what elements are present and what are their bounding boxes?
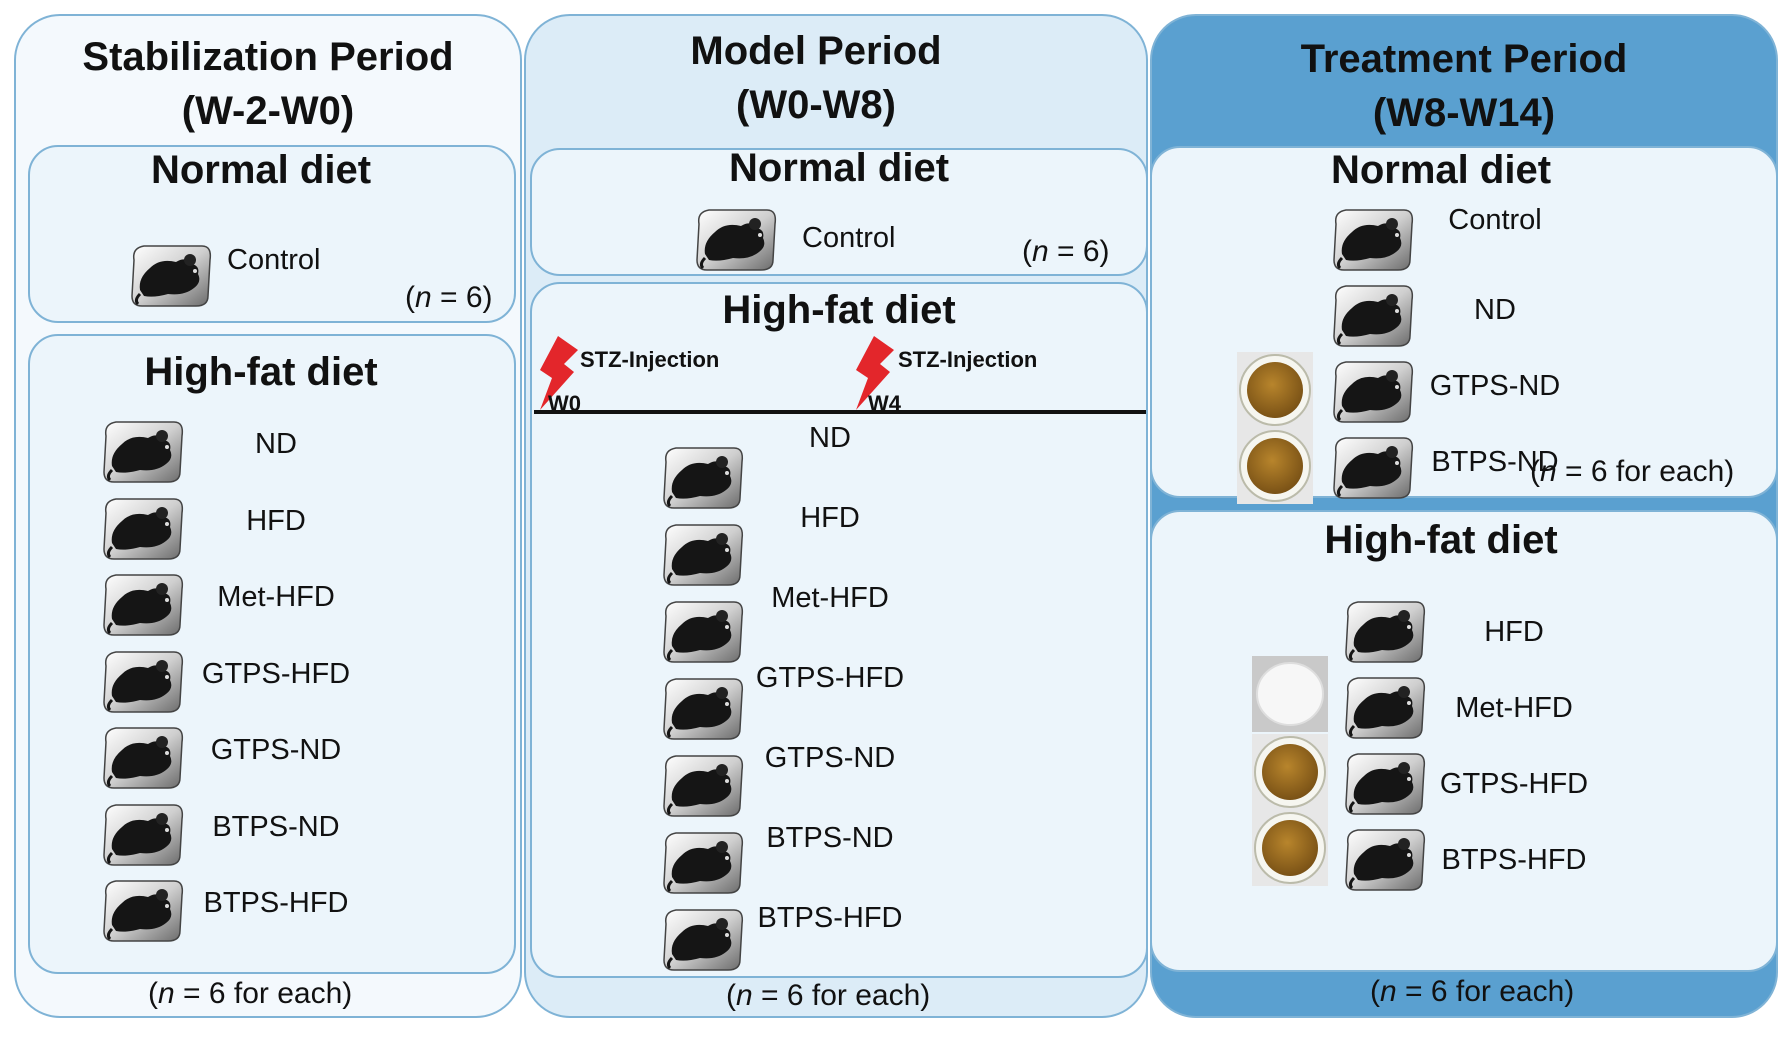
- mouse-icon: [1344, 828, 1426, 892]
- group-label: ND: [809, 422, 851, 454]
- n-variable: n: [1032, 235, 1049, 268]
- mouse-icon: [102, 726, 184, 790]
- mouse-icon: [1344, 600, 1426, 664]
- n-variable: n: [1540, 455, 1557, 488]
- stabilization-normal-title: Normal diet: [150, 148, 372, 192]
- treatment-hfd-box: [1150, 510, 1778, 972]
- powder-dish-icon: [1252, 810, 1328, 886]
- stabilization-normal-box: [28, 145, 516, 323]
- model-hfd-title: High-fat diet: [722, 288, 956, 332]
- mouse-icon: [130, 244, 212, 308]
- treatment-hfd-title: High-fat diet: [1324, 518, 1558, 562]
- mouse-icon: [102, 573, 184, 637]
- group-label: GTPS-HFD: [755, 662, 905, 694]
- injection-week-2: W4: [868, 391, 901, 416]
- treatment-title-line1: Treatment Period: [1300, 37, 1628, 81]
- group-label: BTPS-HFD: [203, 887, 349, 919]
- mouse-icon: [1332, 284, 1414, 348]
- injection-label-2: STZ-Injection: [898, 347, 1038, 372]
- model-normal-box: [530, 148, 1148, 276]
- treatment-title: Treatment Period (W8-W14): [1150, 32, 1778, 140]
- mouse-icon: [1344, 676, 1426, 740]
- group-label: ND: [255, 428, 297, 460]
- n-text: = 6 for each): [174, 977, 353, 1010]
- injection-label-1: STZ-Injection: [580, 347, 720, 372]
- lightning-bolt-icon: [540, 336, 578, 410]
- stabilization-normal-group: Control: [227, 244, 321, 276]
- model-title-line1: Model Period: [690, 29, 942, 73]
- mouse-icon: [695, 208, 777, 272]
- mouse-icon: [102, 420, 184, 484]
- model-title: Model Period (W0-W8): [524, 24, 1108, 132]
- treatment-title-line2: (W8-W14): [1372, 91, 1556, 135]
- tablet-icon: [1252, 656, 1328, 732]
- mouse-icon: [1332, 208, 1414, 272]
- mouse-icon: [1332, 360, 1414, 424]
- model-normal-title: Normal diet: [728, 146, 950, 190]
- group-label: GTPS-ND: [764, 742, 896, 774]
- group-label: GTPS-ND: [210, 734, 342, 766]
- mouse-icon: [662, 600, 744, 664]
- n-text: = 6 for each): [752, 979, 931, 1012]
- stabilization-n-for-each: (n = 6 for each): [148, 977, 353, 1010]
- model-hfd-box: [530, 282, 1148, 978]
- mouse-icon: [662, 908, 744, 972]
- stabilization-title-line2: (W-2-W0): [181, 89, 355, 133]
- group-label: BTPS-HFD: [1441, 844, 1587, 876]
- group-label: BTPS-ND: [766, 822, 894, 854]
- group-label: GTPS-ND: [1429, 370, 1561, 402]
- group-label: BTPS-ND: [1431, 446, 1559, 478]
- powder-dish-icon: [1237, 428, 1313, 504]
- treatment-n-for-each: (n = 6 for each): [1370, 975, 1575, 1008]
- model-n-for-each: (n = 6 for each): [726, 979, 931, 1012]
- mouse-icon: [662, 677, 744, 741]
- lightning-bolt-icon: [856, 336, 894, 410]
- group-label: GTPS-HFD: [1439, 768, 1589, 800]
- mouse-icon: [102, 497, 184, 560]
- stabilization-title-line1: Stabilization Period: [82, 35, 454, 79]
- group-label: Control: [1448, 204, 1542, 236]
- mouse-icon: [1344, 752, 1426, 816]
- n-text: = 6 for each): [1396, 975, 1575, 1008]
- mouse-icon: [662, 446, 744, 510]
- n-variable: n: [415, 281, 432, 314]
- n-variable: n: [158, 977, 175, 1010]
- n-variable: n: [736, 979, 753, 1012]
- group-label: Met-HFD: [217, 581, 335, 613]
- group-label: BTPS-ND: [212, 810, 340, 843]
- mouse-icon: [102, 650, 184, 713]
- stabilization-hfd-title: High-fat diet: [144, 350, 378, 394]
- group-label: HFD: [800, 502, 860, 534]
- group-label: GTPS-HFD: [201, 657, 351, 690]
- model-normal-n: (n = 6): [1022, 235, 1110, 268]
- group-label: BTPS-HFD: [757, 902, 903, 934]
- group-label: Met-HFD: [771, 582, 889, 614]
- mouse-icon: [102, 803, 184, 866]
- treatment-normal-title: Normal diet: [1330, 148, 1552, 192]
- mouse-icon: [662, 754, 744, 818]
- n-text: = 6): [431, 281, 493, 314]
- group-label: ND: [1474, 294, 1516, 326]
- stabilization-title: Stabilization Period (W-2-W0): [14, 30, 522, 138]
- group-label: HFD: [1484, 616, 1544, 648]
- mouse-icon: [662, 831, 744, 895]
- mouse-icon: [102, 879, 184, 943]
- mouse-icon: [662, 523, 744, 587]
- group-label: Met-HFD: [1455, 692, 1573, 724]
- injection-week-1: W0: [548, 391, 581, 416]
- n-variable: n: [1380, 975, 1397, 1008]
- mouse-icon: [1332, 436, 1414, 500]
- n-text: = 6 for each): [1556, 455, 1735, 488]
- group-label: HFD: [246, 504, 306, 537]
- n-text: = 6): [1048, 235, 1110, 268]
- model-normal-group: Control: [802, 222, 896, 254]
- treatment-normal-n: (n = 6 for each): [1530, 455, 1735, 488]
- powder-dish-icon: [1237, 352, 1313, 428]
- powder-dish-icon: [1252, 734, 1328, 810]
- model-title-line2: (W0-W8): [736, 83, 896, 127]
- model-timeline: [534, 410, 1146, 414]
- stabilization-normal-n: (n = 6): [405, 281, 493, 314]
